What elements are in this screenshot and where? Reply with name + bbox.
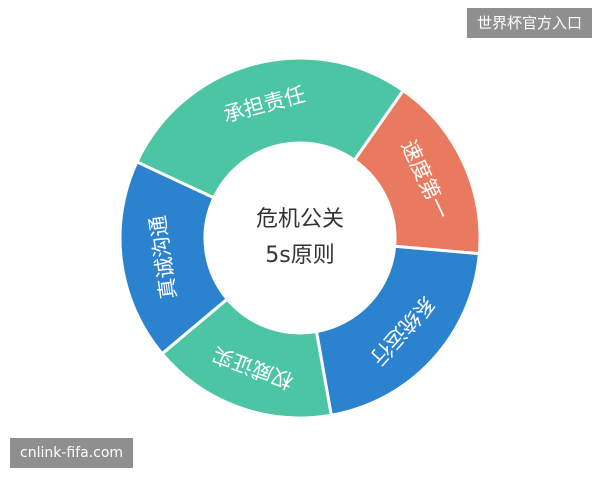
watermark-badge-bottom: cnlink-fifa.com [10,438,134,468]
watermark-badge-top: 世界杯官方入口 [466,8,592,38]
center-title-line1: 危机公关 [256,207,344,232]
center-circle [205,143,395,333]
center-title-line2: 5s原则 [265,243,334,268]
